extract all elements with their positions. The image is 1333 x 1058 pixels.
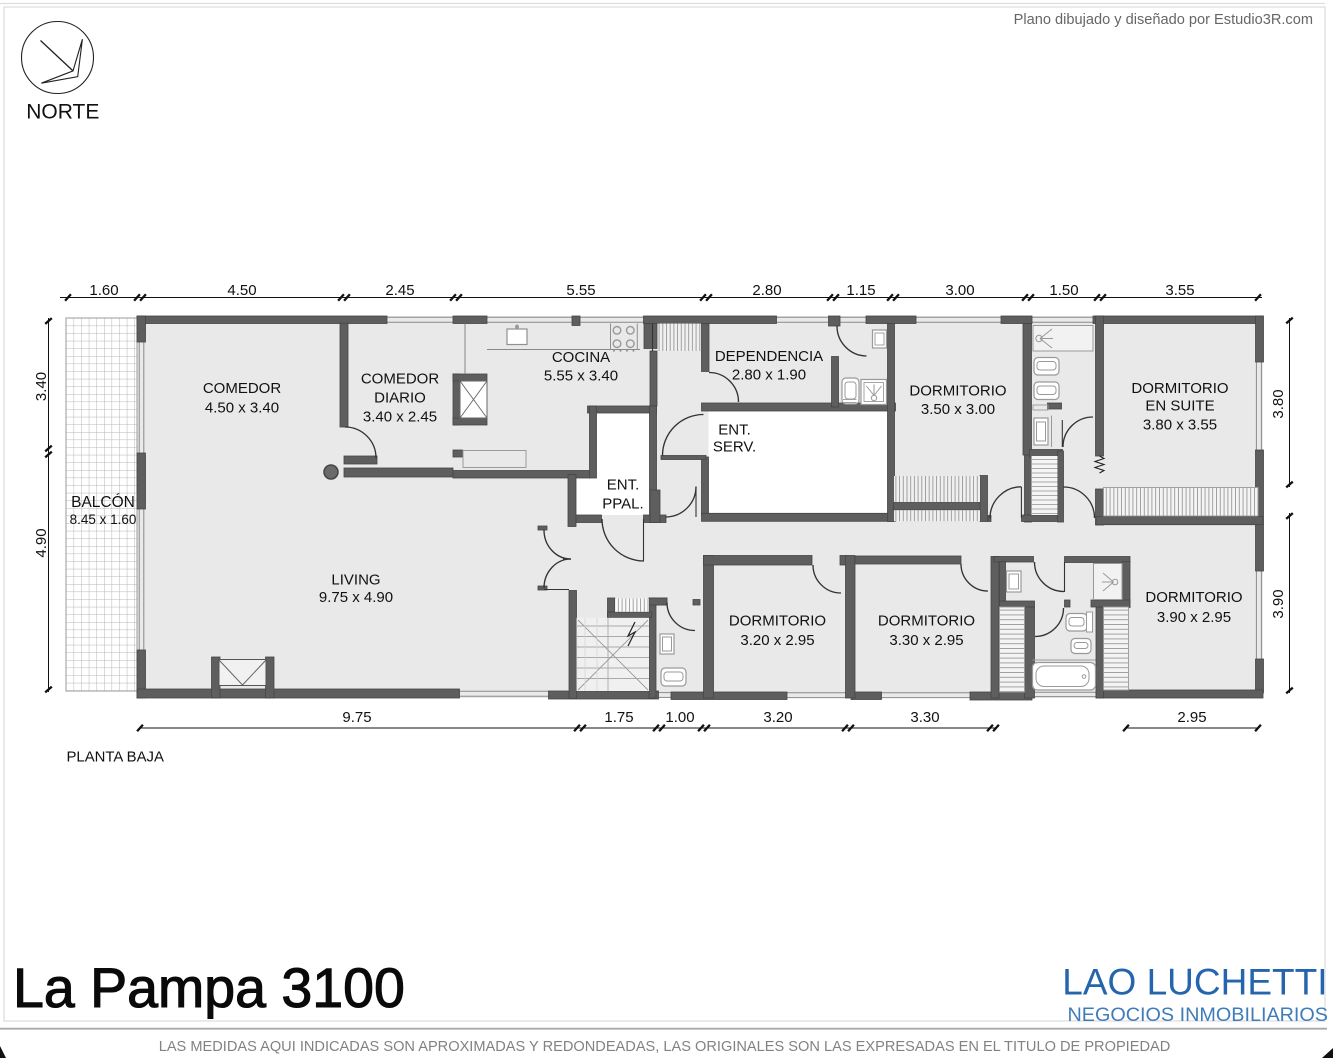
svg-text:La Pampa 3100: La Pampa 3100 (13, 957, 405, 1019)
svg-text:1.00: 1.00 (665, 709, 694, 726)
svg-text:COMEDOR: COMEDOR (203, 380, 282, 397)
svg-text:NEGOCIOS INMOBILIARIOS: NEGOCIOS INMOBILIARIOS (1068, 1004, 1329, 1026)
svg-text:9.75: 9.75 (342, 709, 371, 726)
svg-text:DORMITORIO: DORMITORIO (1131, 380, 1228, 397)
svg-text:2.45: 2.45 (385, 282, 414, 299)
svg-text:1.50: 1.50 (1049, 282, 1078, 299)
svg-text:Plano dibujado y diseñado por: Plano dibujado y diseñado por Estudio3R.… (1014, 12, 1313, 28)
svg-text:EN SUITE: EN SUITE (1145, 398, 1214, 415)
svg-text:ENT.: ENT. (718, 422, 751, 439)
svg-text:PLANTA BAJA: PLANTA BAJA (67, 750, 164, 766)
svg-text:LAS MEDIDAS AQUI INDICADAS SON: LAS MEDIDAS AQUI INDICADAS SON APROXIMAD… (159, 1039, 1171, 1055)
svg-text:2.80 x 1.90: 2.80 x 1.90 (732, 367, 806, 384)
svg-text:DEPENDENCIA: DEPENDENCIA (715, 348, 823, 365)
svg-text:1.15: 1.15 (846, 282, 875, 299)
svg-text:LIVING: LIVING (331, 572, 380, 589)
svg-text:3.30 x 2.95: 3.30 x 2.95 (889, 632, 963, 649)
svg-text:1.60: 1.60 (89, 282, 118, 299)
svg-text:4.90: 4.90 (33, 528, 50, 557)
svg-text:COMEDOR: COMEDOR (361, 371, 440, 388)
svg-text:NORTE: NORTE (26, 101, 99, 124)
svg-text:3.50 x 3.00: 3.50 x 3.00 (921, 401, 995, 418)
svg-text:COCINA: COCINA (552, 349, 610, 366)
svg-text:3.55: 3.55 (1165, 282, 1194, 299)
svg-text:SERV.: SERV. (713, 439, 756, 456)
svg-text:4.50 x 3.40: 4.50 x 3.40 (205, 400, 279, 417)
svg-text:3.40 x 2.45: 3.40 x 2.45 (363, 409, 437, 426)
svg-text:DORMITORIO: DORMITORIO (729, 613, 826, 630)
svg-text:DORMITORIO: DORMITORIO (1145, 589, 1242, 606)
svg-text:3.40: 3.40 (33, 372, 50, 401)
svg-text:DORMITORIO: DORMITORIO (909, 383, 1006, 400)
svg-text:2.80: 2.80 (752, 282, 781, 299)
svg-text:LAO LUCHETTI: LAO LUCHETTI (1062, 962, 1327, 1003)
svg-text:9.75 x 4.90: 9.75 x 4.90 (319, 589, 393, 606)
svg-text:3.80: 3.80 (1270, 389, 1287, 418)
svg-text:5.55: 5.55 (566, 282, 595, 299)
svg-text:4.50: 4.50 (227, 282, 256, 299)
svg-text:DIARIO: DIARIO (374, 390, 426, 407)
svg-text:1.75: 1.75 (604, 709, 633, 726)
svg-text:3.20: 3.20 (763, 709, 792, 726)
svg-text:3.90 x 2.95: 3.90 x 2.95 (1157, 609, 1231, 626)
svg-text:ENT.: ENT. (607, 477, 640, 494)
svg-text:3.30: 3.30 (910, 709, 939, 726)
svg-text:3.20 x 2.95: 3.20 x 2.95 (740, 632, 814, 649)
svg-text:5.55 x 3.40: 5.55 x 3.40 (544, 368, 618, 385)
svg-text:3.00: 3.00 (945, 282, 974, 299)
svg-text:3.90: 3.90 (1270, 589, 1287, 618)
svg-text:8.45 x 1.60: 8.45 x 1.60 (70, 512, 137, 527)
svg-text:DORMITORIO: DORMITORIO (878, 613, 975, 630)
svg-text:BALCÓN: BALCÓN (71, 494, 135, 511)
svg-text:2.95: 2.95 (1177, 709, 1206, 726)
svg-text:PPAL.: PPAL. (602, 496, 643, 513)
svg-text:3.80 x 3.55: 3.80 x 3.55 (1143, 417, 1217, 434)
